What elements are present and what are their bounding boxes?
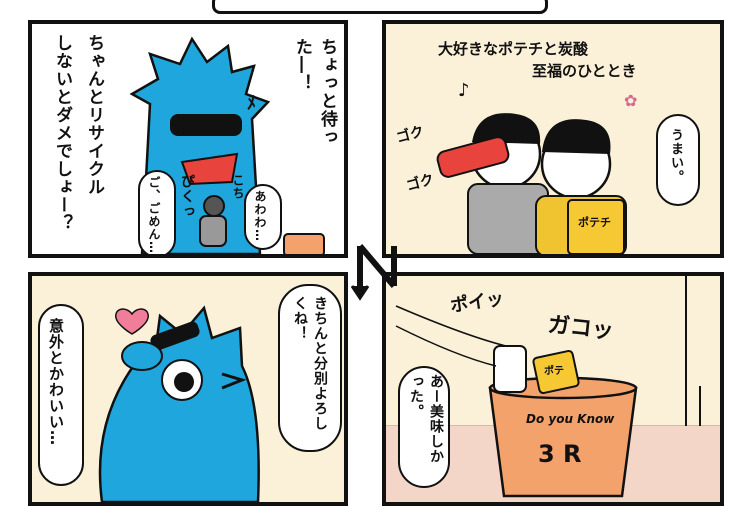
sunglasses-icon [170,114,242,136]
eye-wink [221,372,247,390]
umai-bubble [656,114,700,206]
person-1-hair [472,113,541,144]
small-awawa: あわわ… [253,190,267,242]
eye-pupil [174,372,194,392]
flower-icon: ✿ [624,91,637,110]
person-2-hair [542,119,611,154]
motion-line [395,305,507,347]
bin-chips-label: ポテ [544,366,564,377]
speech-sub-col2: しないとダメでしょー？ [52,34,72,232]
top-bar-frame [212,0,548,14]
sfx-kochi: こち [231,174,245,200]
speech-umai: うまい。 [668,128,683,184]
chips-label: ポテチ [578,216,611,229]
anger-mark-icon: ﾒ [247,93,256,114]
caption-line2: 至福のひととき [532,62,637,80]
igai-bubble [38,304,84,486]
panel-3: きちんと分別よろしくね！ 意外とかわいい… [28,272,348,506]
panel-1: ﾒ ちょっと待った―！ ちゃんとリサイクル しないとダメでしょー？ ぴくっ こち… [28,20,348,258]
panel-2: ♪ ✿ 大好きなポテチと炭酸 至福のひととき ゴク ゴク ポテチ うまい。 [382,20,724,258]
music-note-icon: ♪ [458,80,470,101]
panel-2-art: ♪ ✿ [436,80,637,254]
kichinto-bubble [278,284,342,452]
heart-icon [115,308,149,335]
aa-bubble [398,366,450,488]
speech-aa: あー美味しかった。 [408,374,444,464]
bin-label-top: Do you Know [526,412,615,426]
small-man-body [199,215,227,247]
blue-character-winking [98,305,260,502]
caption-line1: 大好きなポテチと炭酸 [438,40,589,58]
speech-main: ちょっと待った―！ [292,38,337,146]
hand [121,341,163,371]
bin-label-main: 3 R [538,440,582,468]
small-awawa-bubble [244,184,282,250]
panel-3-art [98,305,260,502]
bottle-in-bin [493,345,527,393]
sfx-piku: ぴくっ [179,174,195,219]
sunglasses-icon [150,321,200,351]
chips-bag-icon [567,199,625,254]
panel-4: ポイッ ガコッ ポテ Do you Know 3 R あー美味しかった。 [382,272,724,506]
motion-line [395,325,497,367]
speech-kichinto: きちんと分別よろしくね！ [292,296,328,431]
soda-bottle-icon [436,136,510,178]
speech-bubble-spiky [40,34,132,254]
angry-mouth [180,152,239,186]
basket-icon [283,233,325,254]
small-man-head [203,195,225,217]
small-gomen: ご、ごめん… [147,176,161,254]
speech-sub-col1: ちゃんとリサイクル [84,34,104,196]
speech-igai: 意外とかわいい… [47,318,65,446]
sfx-gako: ガコッ [546,312,615,345]
chips-bag-in-bin [532,349,580,395]
small-gomen-bubble [138,170,176,254]
